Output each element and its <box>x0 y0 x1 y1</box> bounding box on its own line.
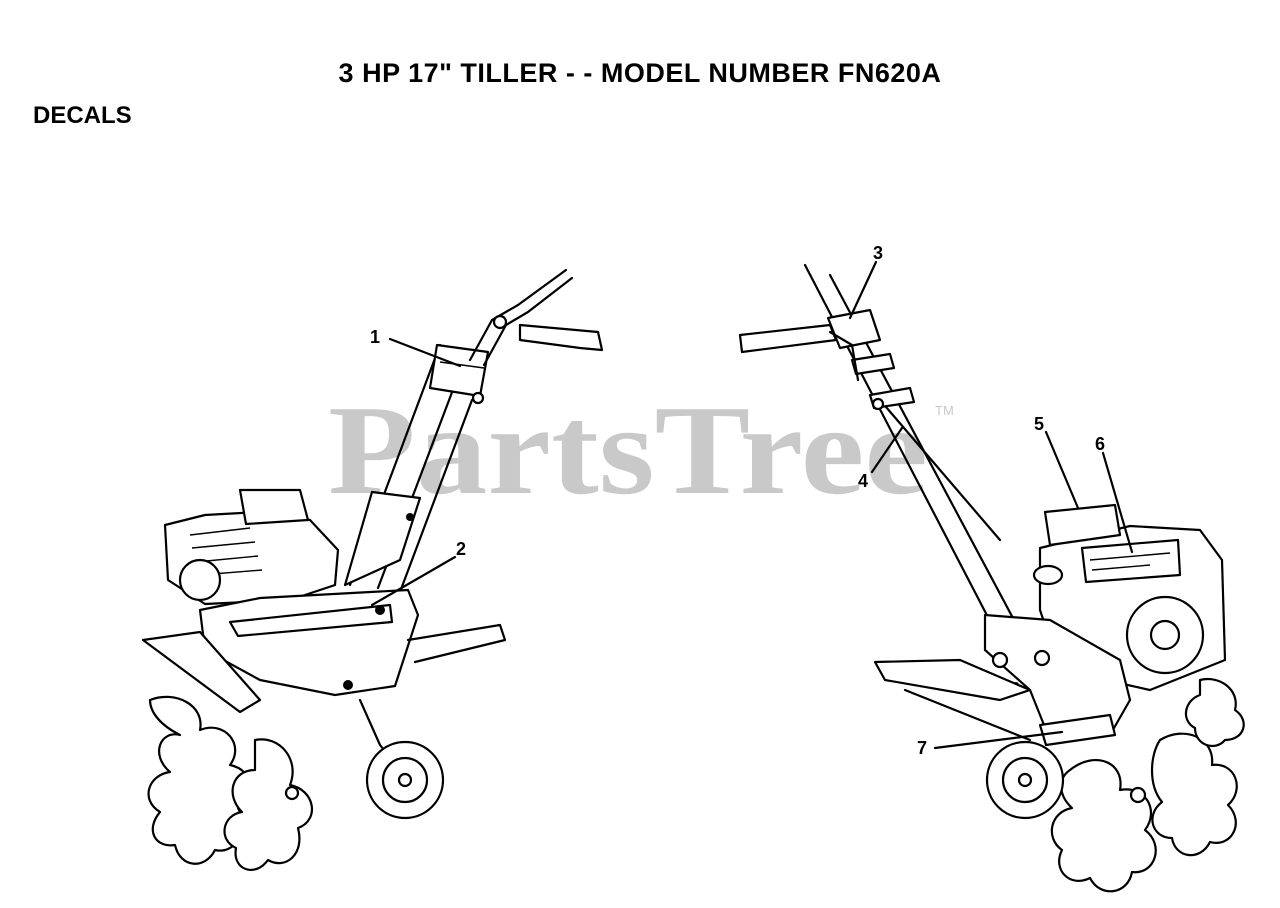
callout-6: 6 <box>1095 434 1105 454</box>
decal-2 <box>228 603 394 638</box>
page-title: 3 HP 17" TILLER - - MODEL NUMBER FN620A <box>338 58 942 88</box>
left-tines-front <box>147 695 253 865</box>
callout-4: 4 <box>858 471 868 491</box>
decal-5 <box>1043 503 1122 547</box>
tiller-left <box>141 268 604 871</box>
leader-3 <box>848 260 878 320</box>
watermark-tm: TM <box>935 403 954 418</box>
callout-1: 1 <box>370 327 380 347</box>
decal-1 <box>428 343 490 398</box>
decal-7 <box>1038 713 1117 747</box>
left-fuel-tank <box>238 488 310 526</box>
decal-6 <box>1080 538 1182 584</box>
left-handle-upper <box>468 268 568 362</box>
decal-3 <box>826 308 882 350</box>
callout-5: 5 <box>1034 414 1044 434</box>
leader-5 <box>1044 430 1080 510</box>
leader-1 <box>388 337 462 368</box>
right-tines-front <box>1050 759 1157 893</box>
callout-7: 7 <box>917 738 927 758</box>
leader-7 <box>933 730 1064 750</box>
callout-leaders <box>370 260 1134 750</box>
right-tines-rear <box>1151 732 1238 857</box>
left-handle-grip <box>518 323 604 352</box>
callout-2: 2 <box>456 539 466 559</box>
left-tines-rear <box>223 738 314 871</box>
leader-4 <box>870 426 904 474</box>
section-heading: DECALS <box>33 102 132 129</box>
watermark: PartsTree <box>328 379 928 521</box>
leader-6 <box>1101 451 1134 554</box>
tiller-right <box>738 263 1245 893</box>
right-handle-grip <box>738 323 838 354</box>
leader-2 <box>370 555 457 607</box>
callout-3: 3 <box>873 243 883 263</box>
